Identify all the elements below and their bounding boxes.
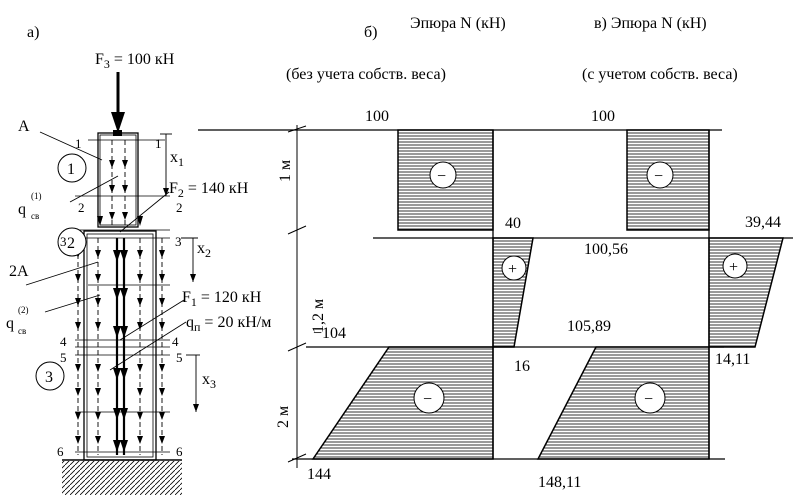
label-A: A bbox=[18, 118, 30, 135]
sign-b3-circle bbox=[413, 382, 445, 414]
q-sv-1-sup: (1) bbox=[31, 191, 42, 201]
part-b-title: Эпюра N (кН) bbox=[410, 15, 506, 32]
value-b-144: 144 bbox=[307, 466, 331, 483]
section-3-left: 3 bbox=[60, 234, 67, 249]
force-f1-label: F1 = 120 кН bbox=[182, 289, 262, 309]
part-3-circle bbox=[35, 361, 65, 391]
section-4-left: 4 bbox=[60, 334, 67, 349]
value-b-16: 16 bbox=[514, 358, 530, 375]
epure-v-segment-3 bbox=[536, 346, 710, 460]
value-v-105-89: 105,89 bbox=[567, 318, 611, 335]
sign-v1-circle bbox=[646, 161, 674, 189]
part-2-number: 2 bbox=[67, 235, 75, 252]
sign-b3: − bbox=[423, 391, 432, 408]
value-b-top: 100 bbox=[365, 108, 389, 125]
part-v-subtitle: (с учетом собств. веса) bbox=[582, 66, 738, 83]
x1-label: x1 bbox=[170, 149, 184, 169]
section-1-right: 1 bbox=[155, 136, 162, 151]
q-sv-1-sub: св bbox=[31, 211, 39, 221]
part-v-title: в) Эпюра N (кН) bbox=[594, 15, 707, 32]
part-3-number: 3 bbox=[45, 369, 53, 386]
sign-b1-circle bbox=[429, 161, 457, 189]
part-1-circle bbox=[57, 153, 87, 183]
load-qn-label: qп = 20 кН/м bbox=[186, 314, 271, 334]
force-f2-label: F2 = 140 кН bbox=[169, 180, 249, 200]
dim-1m: 1 м bbox=[277, 160, 294, 182]
x3-label: x3 bbox=[202, 371, 216, 391]
value-v-148-11: 148,11 bbox=[538, 474, 581, 491]
epure-b-segment-2 bbox=[492, 237, 534, 348]
section-2-right: 2 bbox=[176, 200, 183, 215]
force-f3-label: F3 = 100 кН bbox=[95, 51, 175, 71]
epure-b-segment-3 bbox=[311, 346, 494, 460]
sign-v2: + bbox=[729, 259, 738, 276]
value-v-100-56: 100,56 bbox=[584, 241, 628, 258]
q-sv-2-sup: (2) bbox=[18, 305, 29, 315]
value-v-top: 100 bbox=[591, 108, 615, 125]
q-sv-1-label: q bbox=[18, 201, 26, 218]
section-1-left: 1 bbox=[75, 136, 82, 151]
label-2A: 2A bbox=[9, 263, 29, 280]
part-b-subtitle: (без учета собств. веса) bbox=[286, 66, 446, 83]
sign-b1: − bbox=[437, 168, 446, 185]
value-v-14-11: 14,11 bbox=[715, 351, 750, 368]
q-sv-2-sub: св bbox=[18, 326, 26, 336]
section-3-right: 3 bbox=[175, 234, 182, 249]
sign-b2-circle bbox=[501, 255, 527, 281]
value-b-40: 40 bbox=[505, 215, 521, 232]
dim-2m: 2 м bbox=[275, 406, 292, 428]
part-a-label: а) bbox=[27, 24, 39, 41]
section-5-right: 5 bbox=[176, 350, 183, 365]
value-b-neg104: −104 bbox=[313, 325, 346, 342]
x2-label: x2 bbox=[197, 240, 211, 260]
part-b-label: б) bbox=[364, 24, 377, 41]
column-schematic bbox=[25, 72, 200, 495]
epure-v-segment-2 bbox=[708, 237, 784, 348]
sign-v1: − bbox=[654, 168, 663, 185]
section-2-left: 2 bbox=[78, 200, 85, 215]
sign-b2: + bbox=[508, 261, 517, 278]
section-6-left: 6 bbox=[57, 444, 64, 459]
sign-v3-circle bbox=[634, 382, 666, 414]
sign-v2-circle bbox=[722, 253, 748, 279]
q-sv-2-label: q bbox=[6, 315, 14, 332]
height-dimension bbox=[287, 125, 307, 468]
part-1-number: 1 bbox=[67, 161, 75, 178]
section-4-right: 4 bbox=[172, 334, 179, 349]
dim-1-2m: 1,2 м bbox=[310, 299, 327, 333]
section-6-right: 6 bbox=[176, 444, 183, 459]
section-5-left: 5 bbox=[60, 350, 67, 365]
sign-v3: − bbox=[644, 391, 653, 408]
value-v-39-44: 39,44 bbox=[745, 214, 781, 231]
part-2-circle bbox=[57, 227, 87, 257]
